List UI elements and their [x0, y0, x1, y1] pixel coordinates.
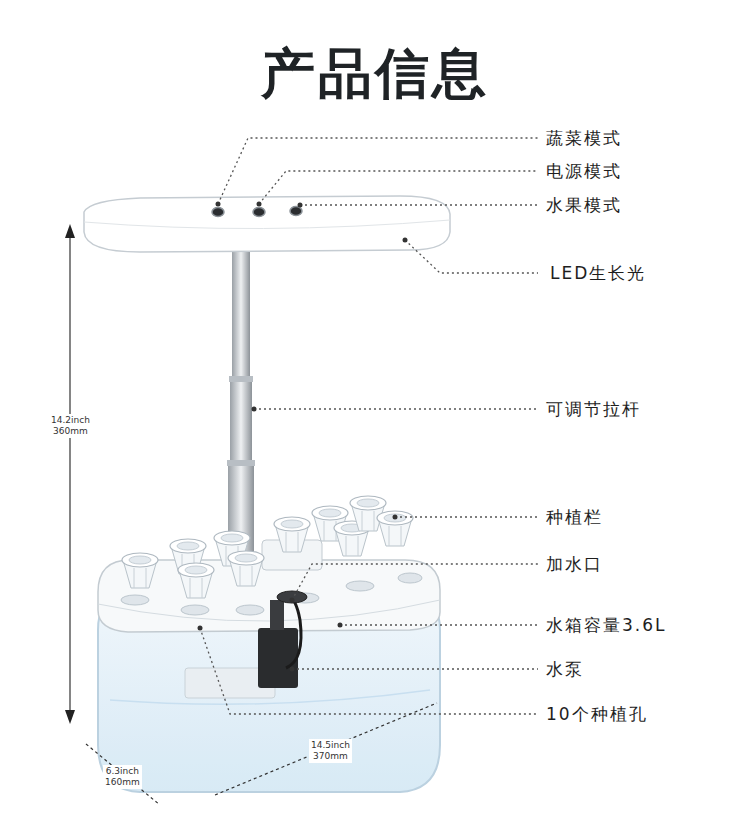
callout-label: 水果模式: [544, 194, 624, 217]
callout-label: 种植栏: [544, 506, 605, 529]
dimension-label: 14.5inch 370mm: [309, 739, 352, 763]
callout-label: 水箱容量3.6L: [544, 614, 669, 637]
callout-label: 加水口: [544, 553, 605, 576]
callout-label: 电源模式: [544, 160, 624, 183]
callout-label: 水泵: [544, 658, 586, 681]
callout-label: 可调节拉杆: [544, 398, 643, 421]
page-title: 产品信息: [261, 38, 489, 111]
dimension-label: 6.3inch 160mm: [103, 765, 142, 789]
callout-label: 10个种植孔: [544, 703, 650, 726]
callout-label: LED生长光: [548, 262, 648, 285]
dimension-label: 14.2inch 360mm: [49, 414, 92, 438]
callout-label: 蔬菜模式: [544, 127, 624, 150]
